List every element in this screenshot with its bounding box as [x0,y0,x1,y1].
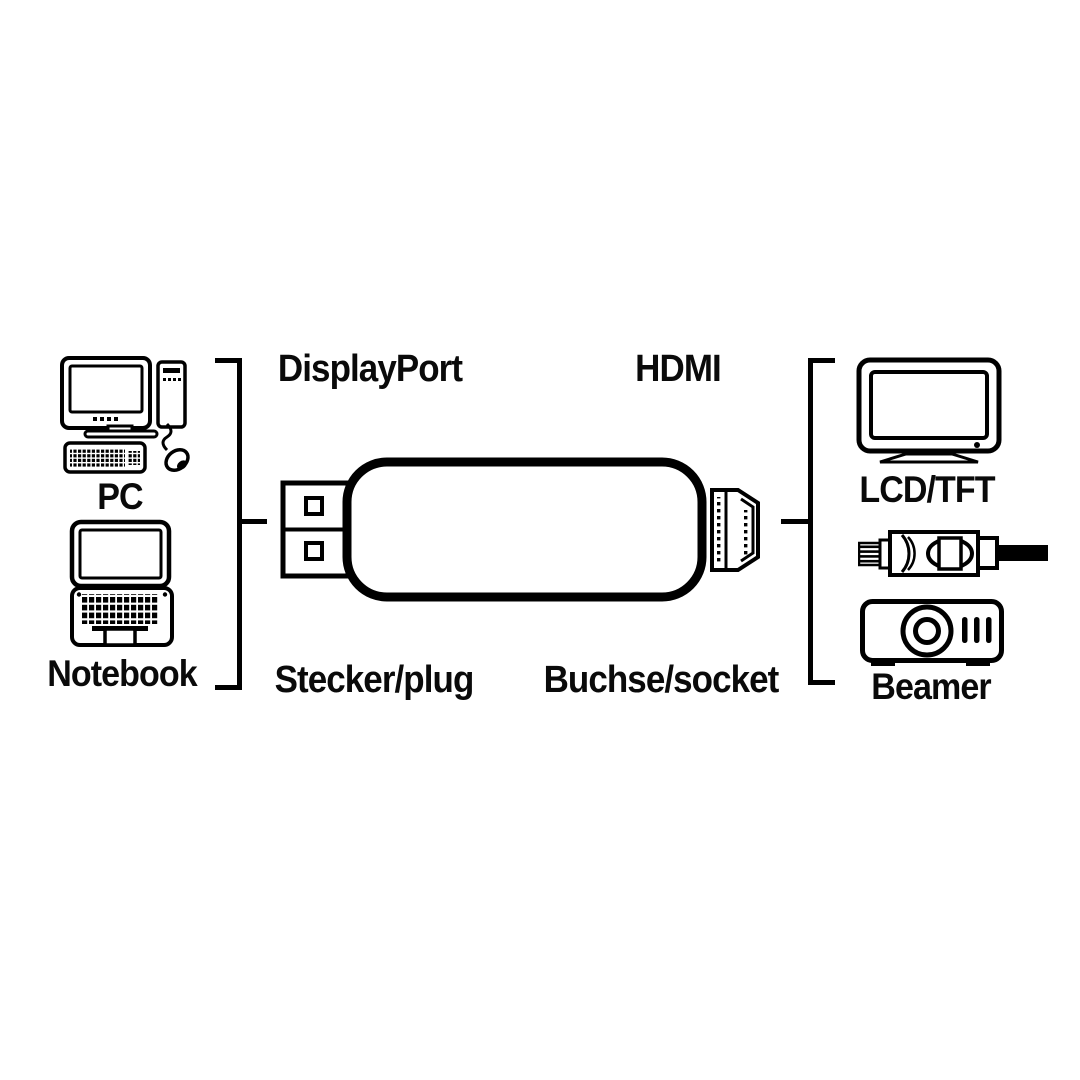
lcd-tft-monitor-icon [856,357,1002,464]
plug-label: Stecker/plug [274,659,475,701]
monitor-led-dots [93,417,118,421]
socket-label: Buchse/socket [543,659,780,701]
notebook-label: Notebook [47,653,198,694]
projector-vents [962,617,992,643]
displayport-label: DisplayPort [277,348,463,390]
pc-label: PC [97,476,143,517]
pc-icon [60,356,190,474]
connector-tip [858,541,882,567]
lcd-tft-label: LCD/TFT [859,469,995,510]
beamer-projector-icon [860,599,1004,666]
hdmi-label: HDMI [635,348,722,390]
beamer-label: Beamer [871,666,991,707]
notebook-icon [69,519,174,647]
tower-dots [163,378,181,381]
hdmi-cable-icon [858,530,1048,577]
adapter-icon [280,457,760,602]
hdmi-socket-icon [710,488,760,572]
displayport-plug-icon [280,480,351,579]
